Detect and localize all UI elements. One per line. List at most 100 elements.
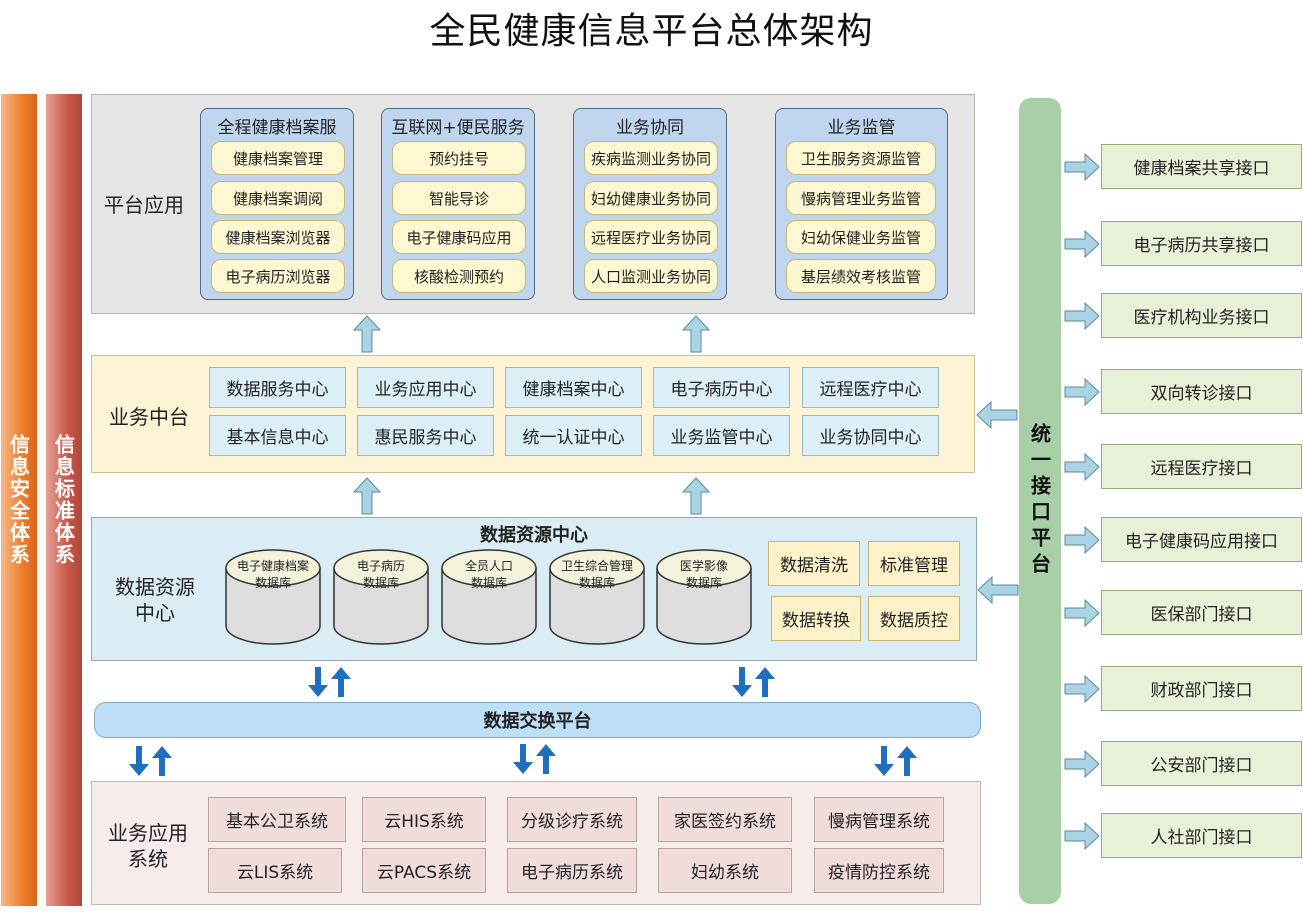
interface-box: 医保部门接口 <box>1101 590 1302 635</box>
center-cell: 业务协同中心 <box>802 415 939 456</box>
database-cylinder: 医学影像 数据库 <box>656 548 752 646</box>
app-item: 基层绩效考核监管 <box>786 259 936 293</box>
business-systems-label: 业务应用 系统 <box>96 818 200 874</box>
unified-interface-label: 统一接口平台 <box>1027 423 1052 579</box>
database-type: 数据库 <box>578 576 615 590</box>
system-cell: 云LIS系统 <box>208 848 342 893</box>
app-item: 卫生服务资源监管 <box>786 141 936 175</box>
bidirectional-arrow-icon <box>874 746 917 776</box>
center-cell: 业务监管中心 <box>653 415 790 456</box>
database-cylinder: 卫生综合管理 数据库 <box>549 548 645 646</box>
right-arrow-icon <box>1064 749 1100 779</box>
system-cell: 疫情防控系统 <box>814 848 944 893</box>
bidirectional-arrow-icon <box>308 667 351 697</box>
database-icon <box>656 549 752 645</box>
right-arrow-icon <box>1064 821 1100 851</box>
center-cell: 统一认证中心 <box>505 415 642 456</box>
center-cell: 惠民服务中心 <box>357 415 494 456</box>
group-title: 业务监管 <box>827 118 896 138</box>
up-arrow-icon <box>352 477 382 515</box>
interface-box: 电子健康码应用接口 <box>1101 517 1302 562</box>
system-cell: 家医签约系统 <box>658 797 792 842</box>
right-arrow-icon <box>1064 377 1100 407</box>
system-cell: 慢病管理系统 <box>814 797 944 842</box>
interface-box: 电子病历共享接口 <box>1101 221 1302 266</box>
data-function-cell: 数据转换 <box>771 596 861 641</box>
business-systems-label-line1: 业务应用 <box>108 821 188 845</box>
database-label: 医学影像 数据库 <box>656 558 752 592</box>
group-internet-service: 互联网+便民服务 预约挂号 智能导诊 电子健康码应用 核酸检测预约 <box>381 108 535 300</box>
database-label: 卫生综合管理 数据库 <box>549 558 645 592</box>
app-item: 电子病历浏览器 <box>211 259 345 293</box>
data-center-title: 数据资源中心 <box>480 525 588 546</box>
security-system-bar: 信息安全体系 <box>1 94 37 906</box>
right-arrow-icon <box>1064 674 1100 704</box>
data-exchange-platform: 数据交换平台 <box>94 702 981 738</box>
app-item: 疾病监测业务协同 <box>584 141 718 175</box>
right-arrow-icon <box>1064 452 1100 482</box>
center-cell: 基本信息中心 <box>209 415 346 456</box>
app-item: 健康档案浏览器 <box>211 220 345 254</box>
system-cell: 云HIS系统 <box>362 797 486 842</box>
left-arrow-icon <box>977 575 1019 605</box>
center-cell: 远程医疗中心 <box>802 367 939 408</box>
interface-box: 财政部门接口 <box>1101 666 1302 711</box>
database-type: 数据库 <box>470 576 507 590</box>
interface-box: 公安部门接口 <box>1101 741 1302 786</box>
database-name: 电子健康档案 <box>236 559 309 573</box>
interface-box: 医疗机构业务接口 <box>1101 293 1302 338</box>
group-health-record-service: 全程健康档案服 健康档案管理 健康档案调阅 健康档案浏览器 电子病历浏览器 <box>200 108 354 300</box>
app-item: 核酸检测预约 <box>392 259 526 293</box>
interface-box: 双向转诊接口 <box>1101 369 1302 414</box>
unified-interface-platform: 统一接口平台 <box>1019 98 1061 904</box>
system-cell: 基本公卫系统 <box>208 797 346 842</box>
group-title: 互联网+便民服务 <box>391 118 525 138</box>
right-arrow-icon <box>1064 598 1100 628</box>
up-arrow-icon <box>681 315 711 353</box>
data-function-cell: 数据质控 <box>868 596 960 641</box>
standard-system-bar: 信息标准体系 <box>46 94 82 906</box>
data-center-label: 数据资源 中心 <box>100 572 210 628</box>
database-name: 卫生综合管理 <box>560 559 633 573</box>
system-cell: 电子病历系统 <box>507 848 637 893</box>
database-label: 电子健康档案 数据库 <box>225 558 321 592</box>
app-item: 人口监测业务协同 <box>584 259 718 293</box>
up-arrow-icon <box>352 315 382 353</box>
database-cylinder: 电子健康档案 数据库 <box>225 548 321 646</box>
database-name: 医学影像 <box>679 559 728 573</box>
interface-box: 人社部门接口 <box>1101 813 1302 858</box>
app-item: 远程医疗业务协同 <box>584 220 718 254</box>
right-arrow-icon <box>1064 152 1100 182</box>
data-center-label-line2: 中心 <box>135 601 175 625</box>
database-label: 全员人口 数据库 <box>441 558 537 592</box>
database-cylinder: 电子病历 数据库 <box>333 548 429 646</box>
database-icon <box>225 549 321 645</box>
center-cell: 数据服务中心 <box>209 367 346 408</box>
app-item: 智能导诊 <box>392 181 526 215</box>
database-icon <box>441 549 537 645</box>
center-cell: 健康档案中心 <box>505 367 642 408</box>
system-cell: 妇幼系统 <box>658 848 792 893</box>
right-arrow-icon <box>1064 229 1100 259</box>
app-item: 预约挂号 <box>392 141 526 175</box>
database-icon <box>549 549 645 645</box>
left-arrow-icon <box>976 400 1018 430</box>
app-item: 妇幼健康业务协同 <box>584 181 718 215</box>
database-icon <box>333 549 429 645</box>
diagram-title: 全民健康信息平台总体架构 <box>429 11 874 52</box>
database-name: 全员人口 <box>464 559 513 573</box>
data-function-cell: 标准管理 <box>868 541 960 586</box>
database-label: 电子病历 数据库 <box>333 558 429 592</box>
middle-platform-label: 业务中台 <box>109 405 189 429</box>
app-item: 慢病管理业务监管 <box>786 181 936 215</box>
data-center-label-line1: 数据资源 <box>115 575 195 599</box>
group-business-collaboration: 业务协同 疾病监测业务协同 妇幼健康业务协同 远程医疗业务协同 人口监测业务协同 <box>573 108 727 300</box>
right-arrow-icon <box>1064 301 1100 331</box>
bidirectional-arrow-icon <box>129 746 172 776</box>
right-arrow-icon <box>1064 525 1100 555</box>
database-name: 电子病历 <box>356 559 405 573</box>
data-function-cell: 数据清洗 <box>768 541 860 586</box>
up-arrow-icon <box>681 477 711 515</box>
app-item: 电子健康码应用 <box>392 220 526 254</box>
database-type: 数据库 <box>254 576 291 590</box>
